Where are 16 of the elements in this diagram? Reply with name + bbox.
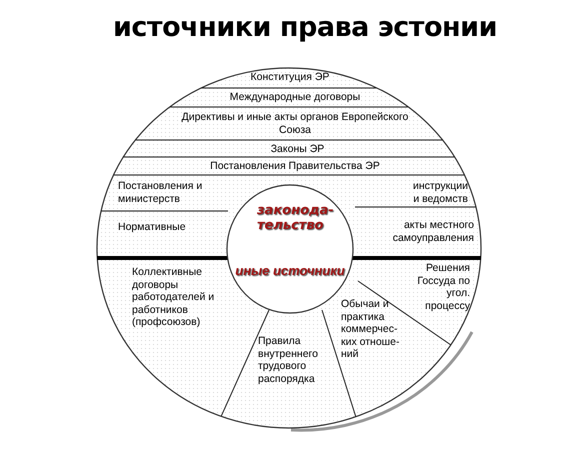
- sector-label: Нормативные: [118, 221, 187, 234]
- sector-label: Постановления и министерств: [118, 180, 204, 205]
- sector-label: Коллективные договоры работодателей и работников (профсоюзов): [132, 266, 216, 328]
- sector-label: Обычаи и практика коммерчес- ких отноше- ний: [341, 298, 400, 360]
- sector-label: Международные договоры: [228, 91, 362, 104]
- sector-label: Решения Госсуда по угол. процессу: [416, 262, 470, 312]
- sector-label: инструкции и ведомств: [412, 180, 468, 205]
- sector-label: Законы ЭР: [270, 143, 326, 156]
- sector-label: Постановления Правительства ЭР: [209, 160, 381, 172]
- sector-heading: иные источники: [234, 263, 346, 278]
- sector-label: Правила внутреннего трудового распорядка: [258, 335, 319, 385]
- sector-label: Конституция ЭР: [250, 71, 330, 84]
- sector-label: Директивы и иные акты органов Европейского Союза: [180, 111, 410, 136]
- sector-label: акты местного самоуправления: [392, 219, 474, 244]
- sector-heading: законода- тельство: [256, 203, 335, 233]
- title: источники права эстонии: [112, 12, 498, 43]
